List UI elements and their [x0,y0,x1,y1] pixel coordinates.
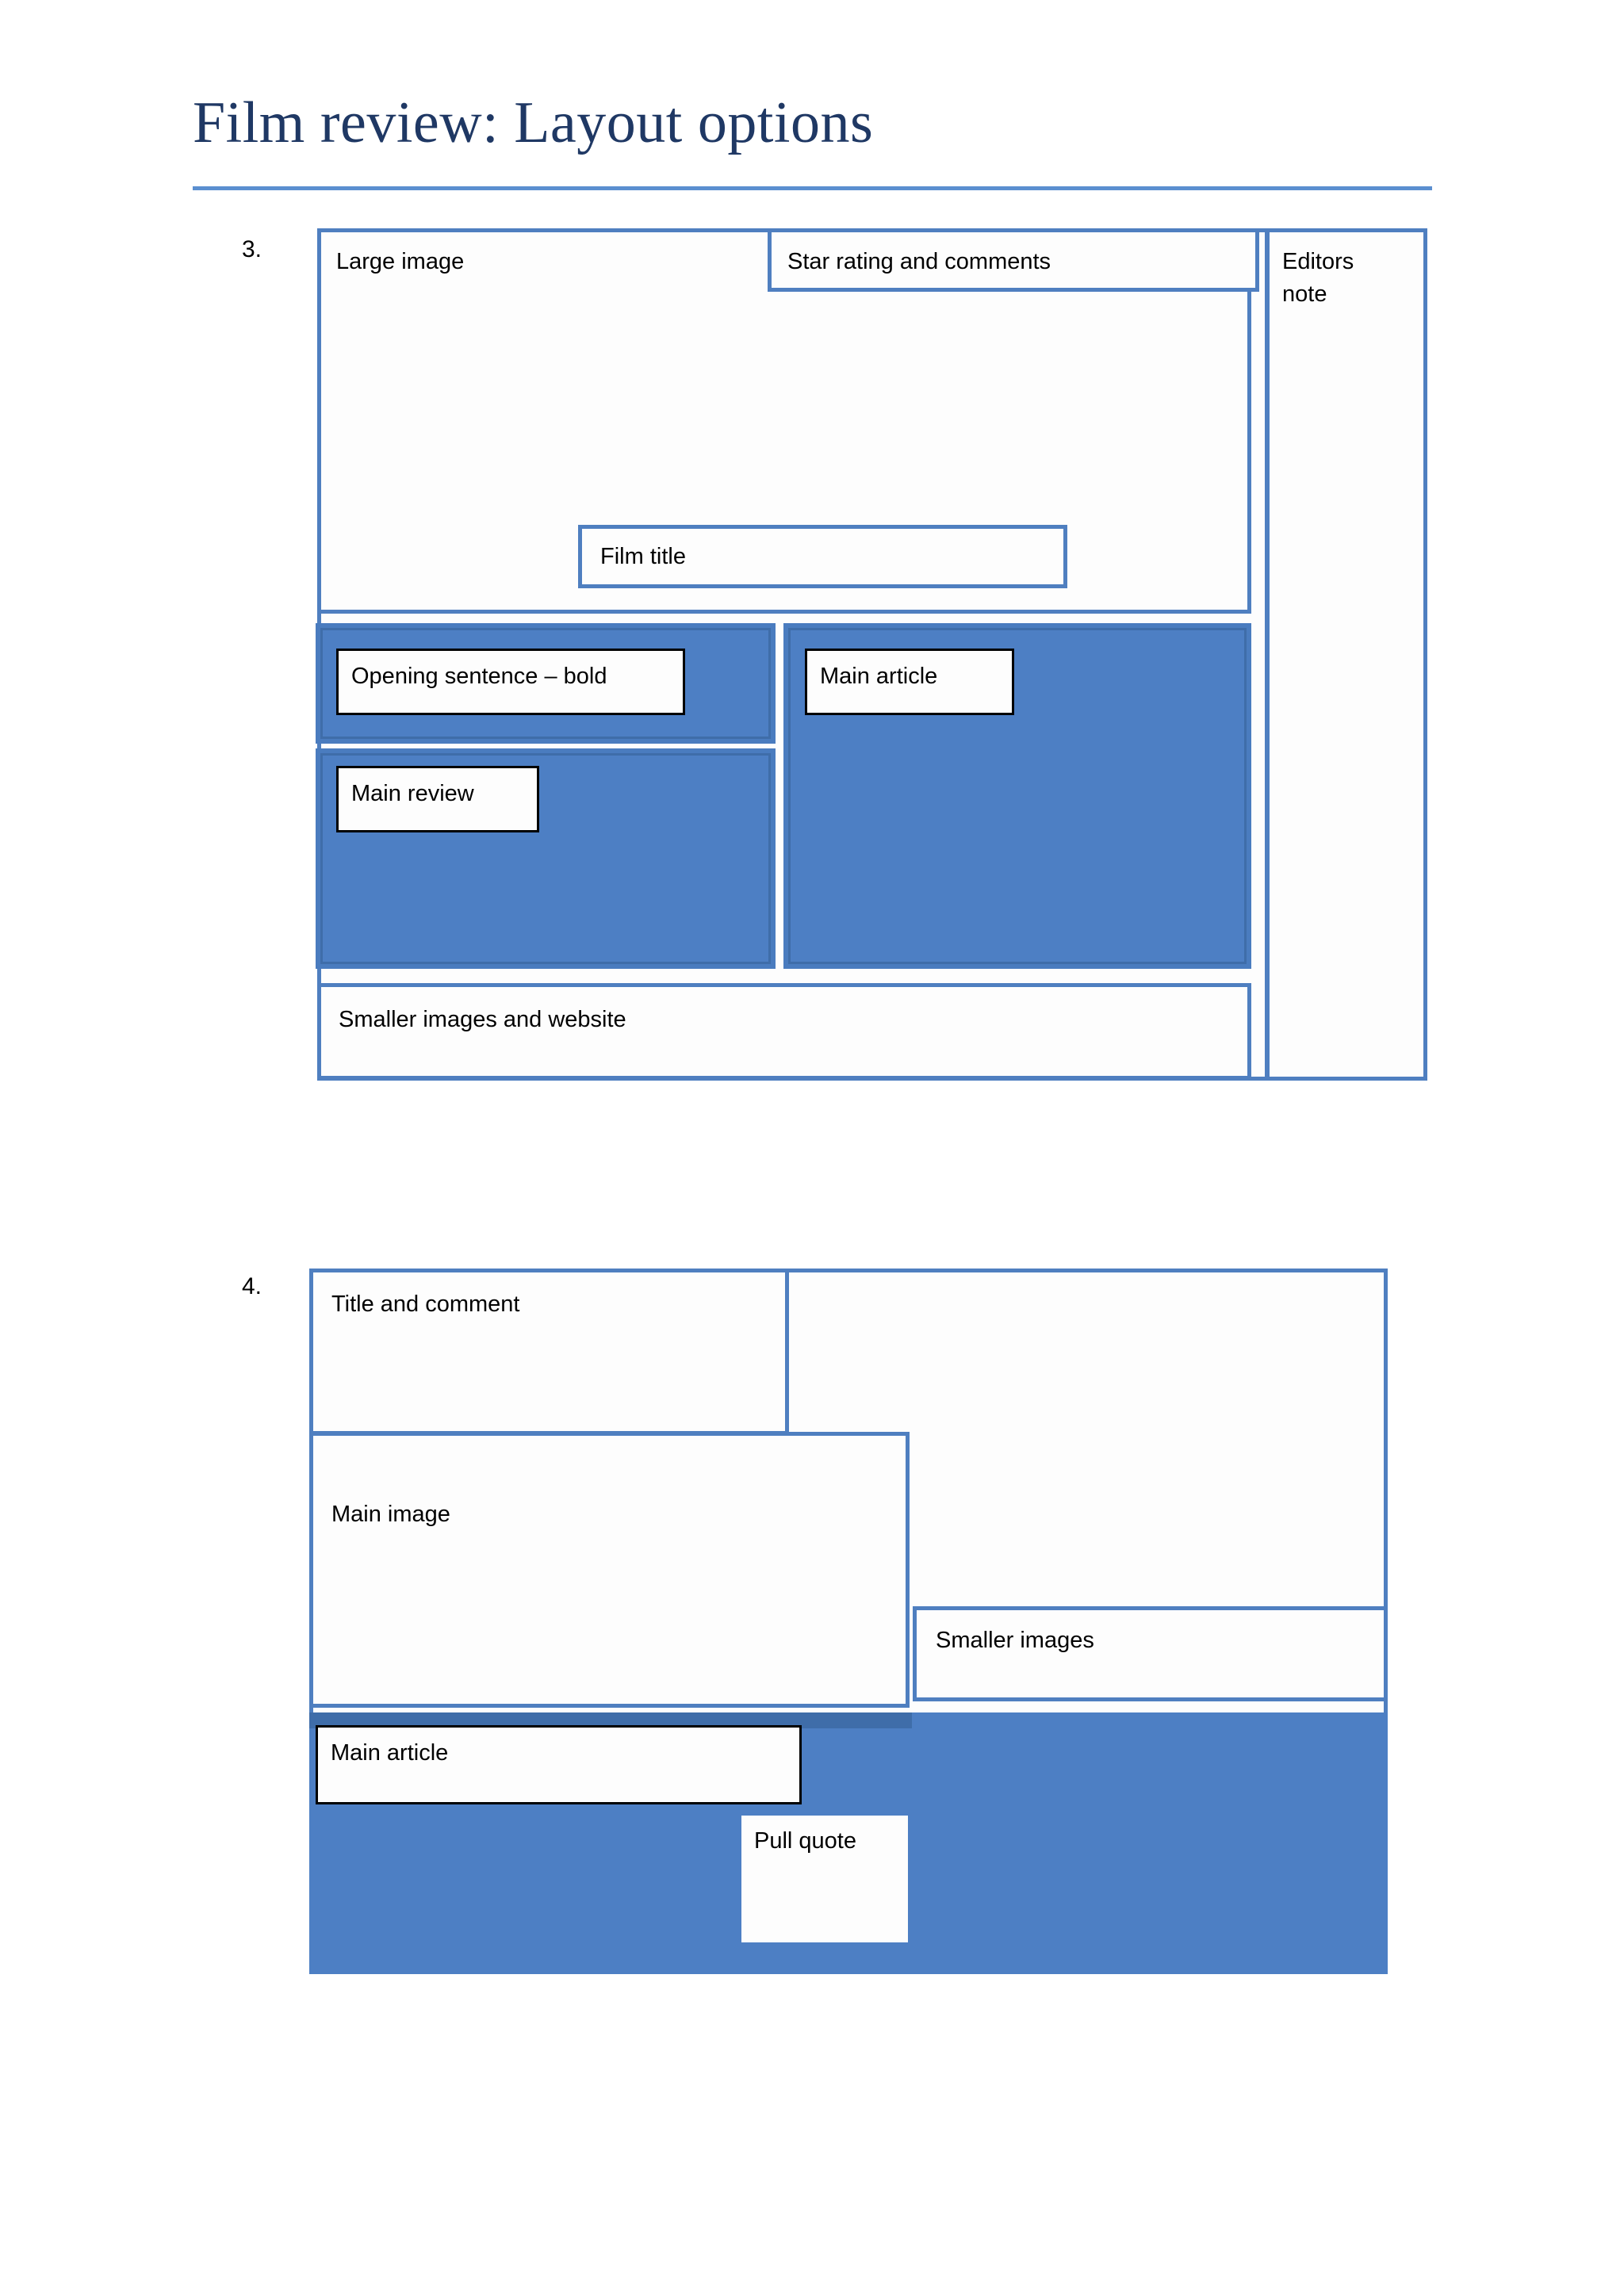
main-review-label: Main review [351,781,474,806]
main-article-chip[interactable]: Main article [805,649,1014,715]
film-title-label: Film title [600,544,686,569]
smaller-images-website-label: Smaller images and website [339,1007,626,1032]
film-title-panel[interactable] [578,525,1067,588]
smaller-images-panel[interactable] [913,1606,1388,1701]
pull-quote-chip[interactable]: Pull quote [741,1816,908,1942]
main-article-label: Main article [820,664,938,689]
layout-option-3: 3. Editors note Large image Star rating … [0,0,1624,1110]
star-rating-panel[interactable] [768,228,1259,292]
layout-4-main-article-label: Main article [331,1740,449,1766]
main-review-chip[interactable]: Main review [336,766,539,832]
star-rating-label: Star rating and comments [787,249,1051,274]
layout-4-article-block-upper [309,1712,912,1728]
large-image-label: Large image [336,249,465,274]
main-image-panel[interactable] [309,1432,910,1708]
editors-note-panel[interactable] [1266,228,1427,1081]
pull-quote-label: Pull quote [754,1828,856,1854]
smaller-images-label: Smaller images [936,1628,1094,1653]
opening-sentence-label: Opening sentence – bold [351,664,607,689]
title-and-comment-label: Title and comment [331,1292,520,1317]
smaller-images-website-panel[interactable] [317,983,1251,1080]
editors-note-label: Editors note [1282,249,1354,308]
title-and-comment-panel[interactable] [309,1269,789,1435]
layout-3-number: 3. [242,236,262,262]
layout-4-main-article-chip[interactable]: Main article [316,1725,802,1804]
opening-sentence-chip[interactable]: Opening sentence – bold [336,649,685,715]
layout-4-number: 4. [242,1273,262,1299]
page-title: Film review: Layout options [193,90,874,155]
title-divider [193,186,1432,190]
main-image-label: Main image [331,1502,450,1527]
